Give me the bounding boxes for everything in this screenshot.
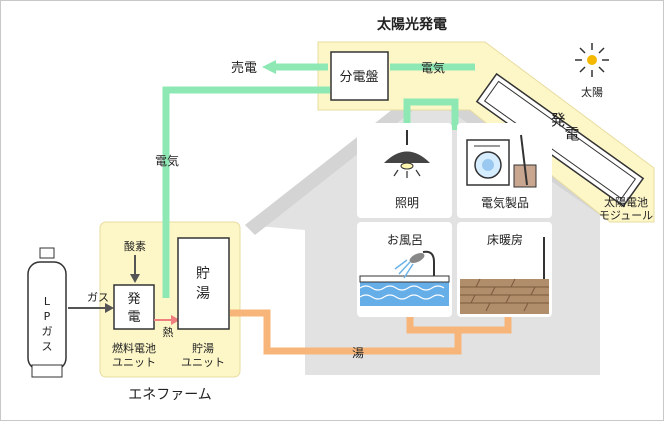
bath-label: お風呂 xyxy=(387,233,423,247)
solar-highlight xyxy=(317,41,655,223)
floor-heating-label: 床暖房 xyxy=(487,232,523,247)
generation-label-1: 発 xyxy=(550,111,565,129)
electricity-left-label: 電気 xyxy=(155,153,179,168)
fc-caption-1: 燃料電池 xyxy=(112,341,156,355)
gas-label: ガス xyxy=(87,291,109,304)
sell-arrow xyxy=(262,60,276,74)
hot-water-label: 湯 xyxy=(352,346,364,360)
washing-machine-icon xyxy=(466,134,537,188)
oxygen-label: 酸素 xyxy=(124,239,146,253)
heat-label: 熱 xyxy=(163,326,174,339)
lp-gas-label-4: ス xyxy=(42,340,53,353)
electricity-top-label: 電気 xyxy=(421,60,445,75)
panel-label: 分電盤 xyxy=(339,70,378,85)
oxygen-arrow xyxy=(130,274,140,283)
top-house-line xyxy=(403,98,459,130)
solar-module-label-2: モジュール xyxy=(599,209,653,222)
lighting-tile xyxy=(357,123,452,218)
lamp-icon xyxy=(384,130,430,178)
fc-gen-label-2: 電 xyxy=(127,310,140,325)
fc-gen-label-1: 発 xyxy=(127,292,140,307)
sun-icon xyxy=(575,43,609,77)
sell-label: 売電 xyxy=(231,60,257,76)
storage-caption-1: 貯湯 xyxy=(192,342,214,355)
fuel-cell-box xyxy=(113,284,155,330)
storage-label-2: 湯 xyxy=(196,285,210,302)
lp-gas-label-1: L xyxy=(44,295,51,308)
generation-label-2: 電 xyxy=(564,125,579,143)
storage-caption-2: ユニット xyxy=(181,356,225,369)
left-electric-line xyxy=(162,86,330,298)
solar-title: 太陽光発電 xyxy=(377,16,447,33)
enefarm-label: エネファーム xyxy=(128,387,212,403)
lighting-label: 照明 xyxy=(395,196,419,210)
solar-module-label-1: 太陽電池 xyxy=(604,196,648,209)
hot-water-lines xyxy=(230,309,512,355)
gas-arrow xyxy=(105,303,114,313)
storage-box xyxy=(177,237,230,330)
floor-heating-icon xyxy=(460,237,549,314)
lp-gas-label-3: ガ xyxy=(42,325,53,338)
sun-label: 太陽 xyxy=(581,86,603,99)
lp-gas-cylinder-icon xyxy=(27,247,67,378)
heat-arrow xyxy=(171,315,180,325)
storage-label-1: 貯 xyxy=(196,266,210,282)
distribution-panel xyxy=(330,51,389,101)
appliances-label: 電気製品 xyxy=(481,195,529,210)
fc-caption-2: ユニット xyxy=(112,356,156,369)
lp-gas-label-2: P xyxy=(44,310,51,323)
shower-bath-icon xyxy=(359,250,450,306)
